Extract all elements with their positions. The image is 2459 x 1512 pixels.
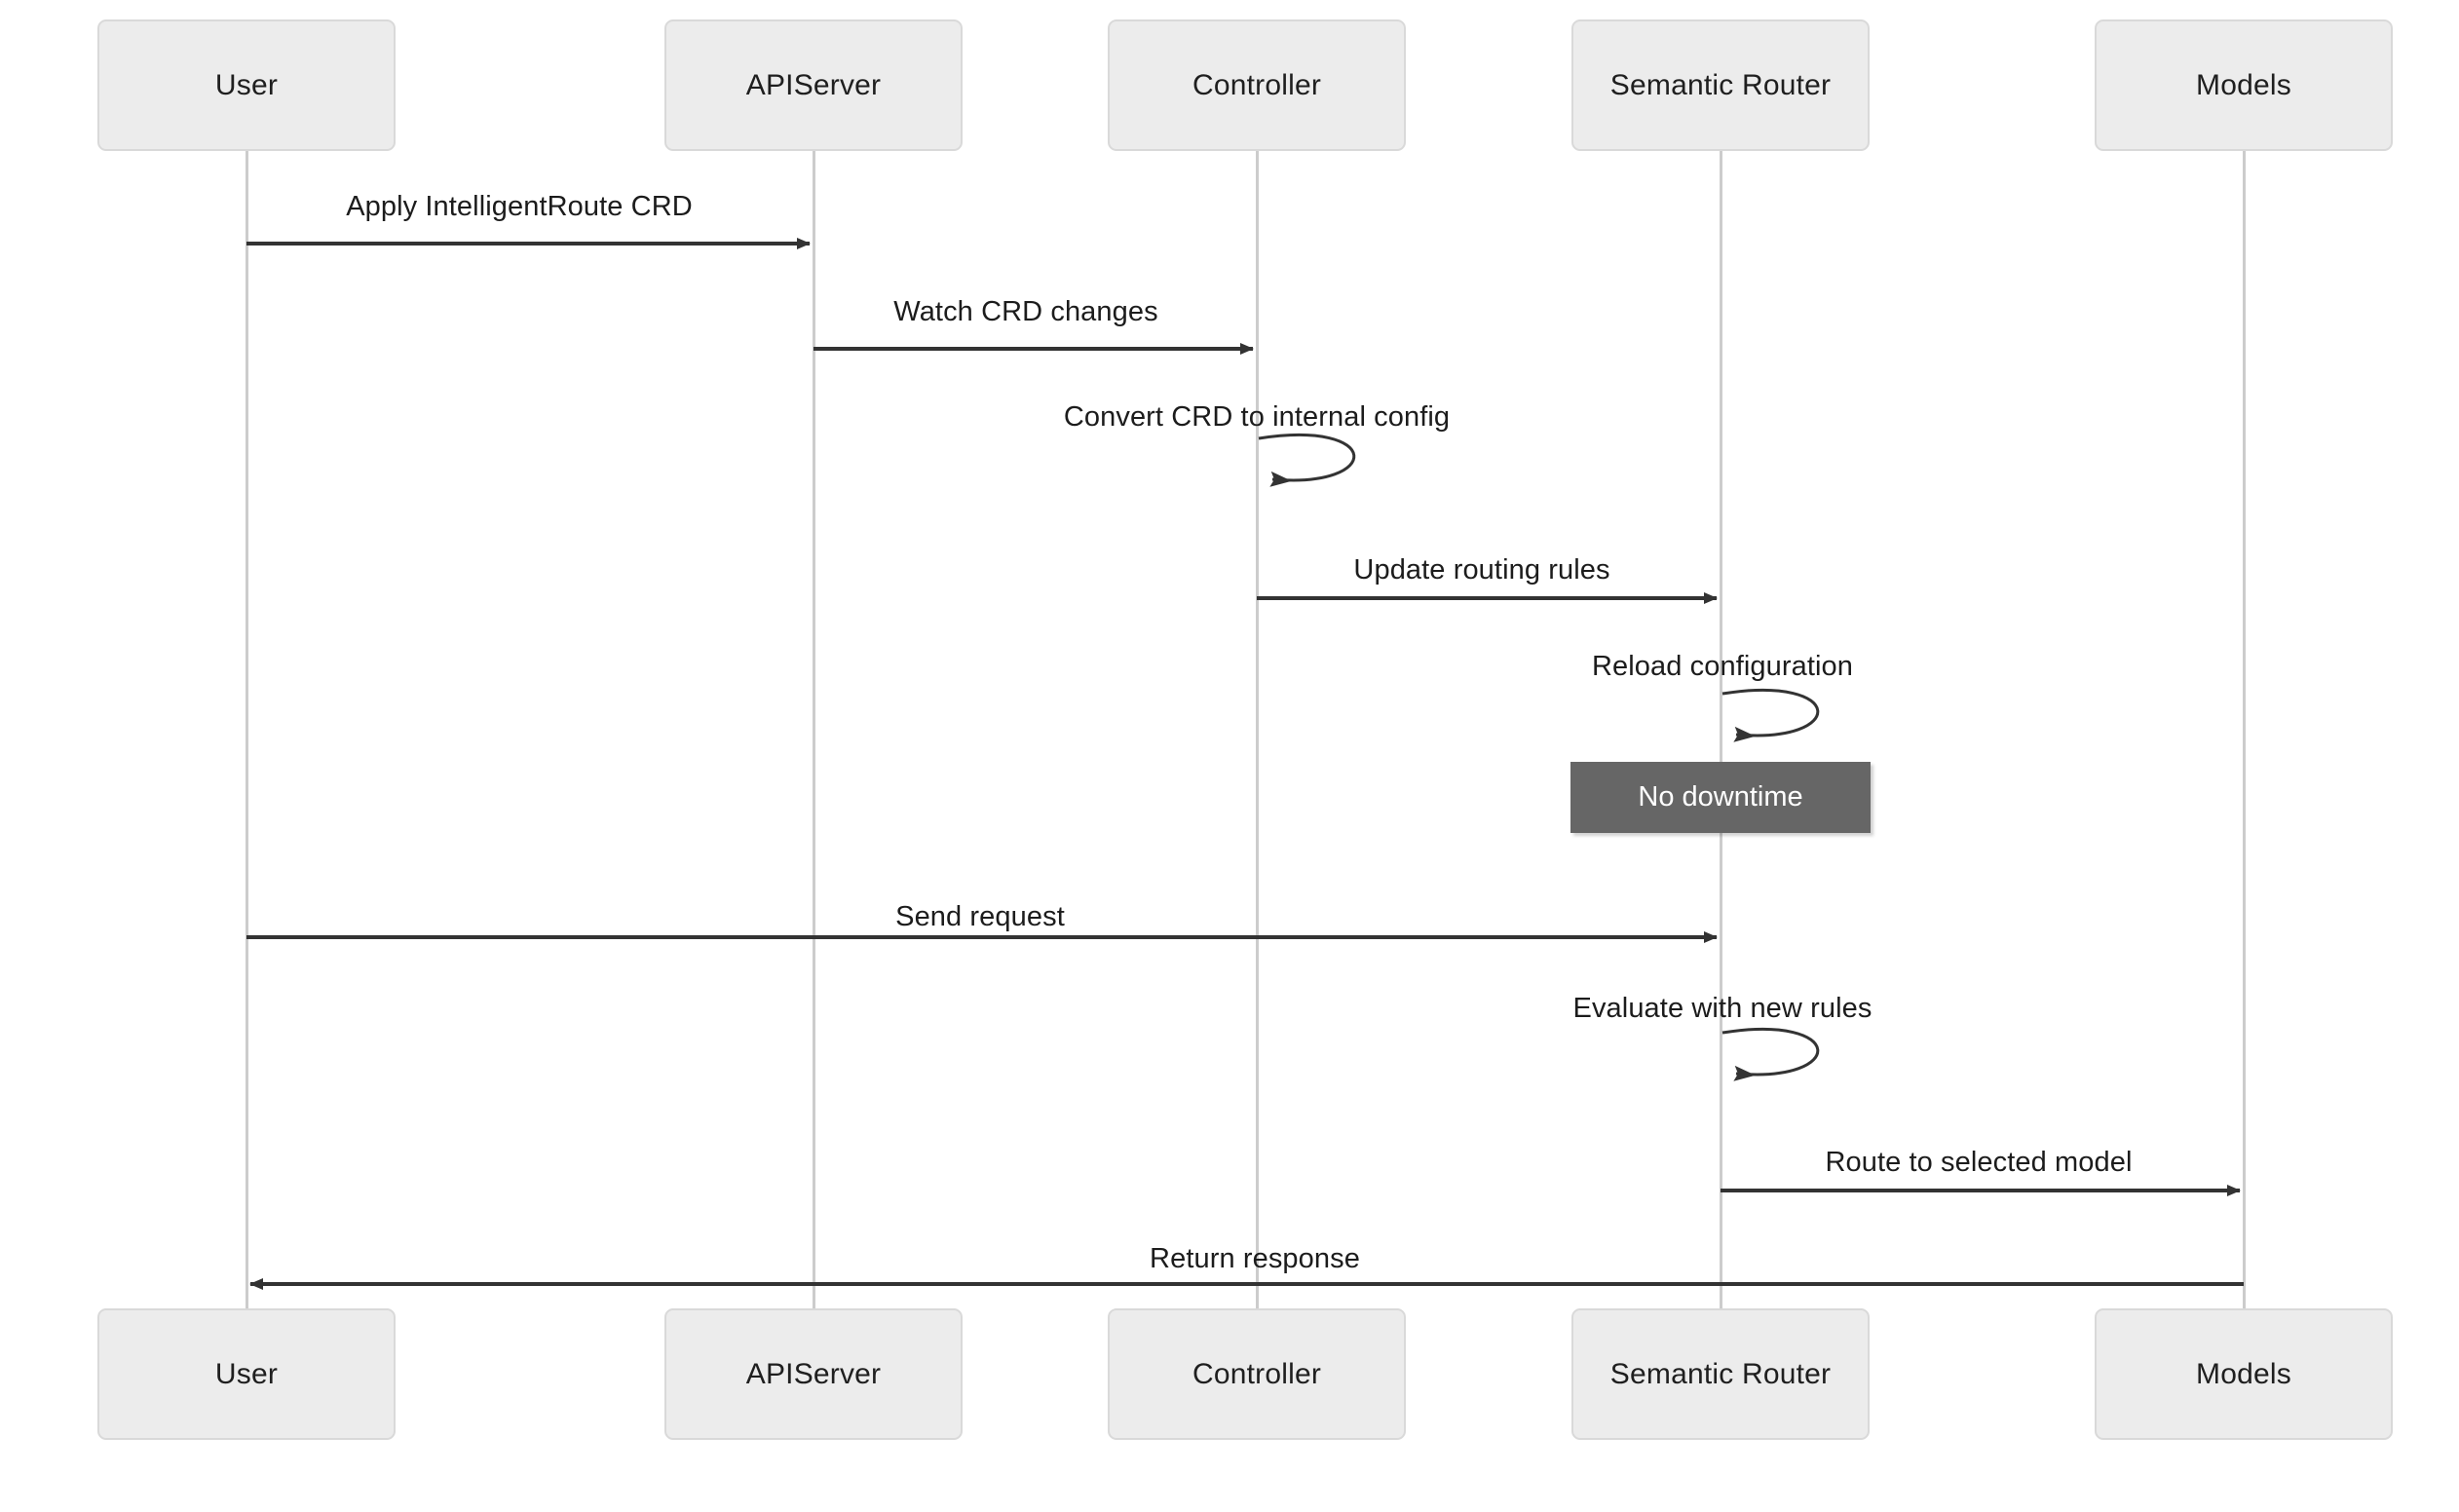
participant-label-controller: Controller bbox=[1192, 1357, 1322, 1390]
participant-models-top[interactable]: Models bbox=[2095, 19, 2393, 151]
message-label-8: Route to selected model bbox=[1825, 1147, 2133, 1178]
participant-router-bottom[interactable]: Semantic Router bbox=[1571, 1308, 1870, 1440]
participant-controller-bottom[interactable]: Controller bbox=[1108, 1308, 1406, 1440]
self-loop-arrow-5 bbox=[1721, 689, 1820, 742]
message-label-6: Send request bbox=[895, 901, 1065, 932]
self-loop-arrow-3 bbox=[1258, 434, 1356, 487]
participant-apiserver-top[interactable]: APIServer bbox=[664, 19, 963, 151]
participant-label-router: Semantic Router bbox=[1609, 1357, 1832, 1390]
participant-controller-top[interactable]: Controller bbox=[1108, 19, 1406, 151]
message-label-4: Update routing rules bbox=[1353, 554, 1610, 586]
lifeline-router bbox=[1719, 151, 1722, 1308]
note-text-no-downtime: No downtime bbox=[1638, 781, 1803, 813]
lifeline-user bbox=[245, 151, 248, 1308]
participant-label-router: Semantic Router bbox=[1609, 68, 1832, 101]
lifeline-apiserver bbox=[812, 151, 815, 1308]
participant-label-models: Models bbox=[2196, 68, 2291, 101]
participant-apiserver-bottom[interactable]: APIServer bbox=[664, 1308, 963, 1440]
note-no-downtime[interactable]: No downtime bbox=[1570, 762, 1871, 833]
message-label-2: Watch CRD changes bbox=[893, 296, 1158, 327]
participant-models-bottom[interactable]: Models bbox=[2095, 1308, 2393, 1440]
self-loop-arrow-7 bbox=[1721, 1028, 1820, 1081]
participant-label-controller: Controller bbox=[1192, 68, 1322, 101]
participant-user-bottom[interactable]: User bbox=[97, 1308, 396, 1440]
lifeline-models bbox=[2242, 151, 2246, 1308]
participant-label-models: Models bbox=[2196, 1357, 2291, 1390]
lifeline-controller bbox=[1255, 151, 1259, 1308]
message-label-1: Apply IntelligentRoute CRD bbox=[346, 191, 693, 222]
message-label-9: Return response bbox=[1150, 1243, 1360, 1274]
participant-label-user: User bbox=[214, 1357, 279, 1390]
participant-label-apiserver: APIServer bbox=[745, 1357, 882, 1390]
participant-label-apiserver: APIServer bbox=[745, 68, 882, 101]
message-label-3: Convert CRD to internal config bbox=[1063, 401, 1451, 433]
message-label-5: Reload configuration bbox=[1591, 651, 1854, 682]
participant-label-user: User bbox=[214, 68, 279, 101]
message-label-7: Evaluate with new rules bbox=[1572, 993, 1873, 1024]
participant-router-top[interactable]: Semantic Router bbox=[1571, 19, 1870, 151]
participant-user-top[interactable]: User bbox=[97, 19, 396, 151]
